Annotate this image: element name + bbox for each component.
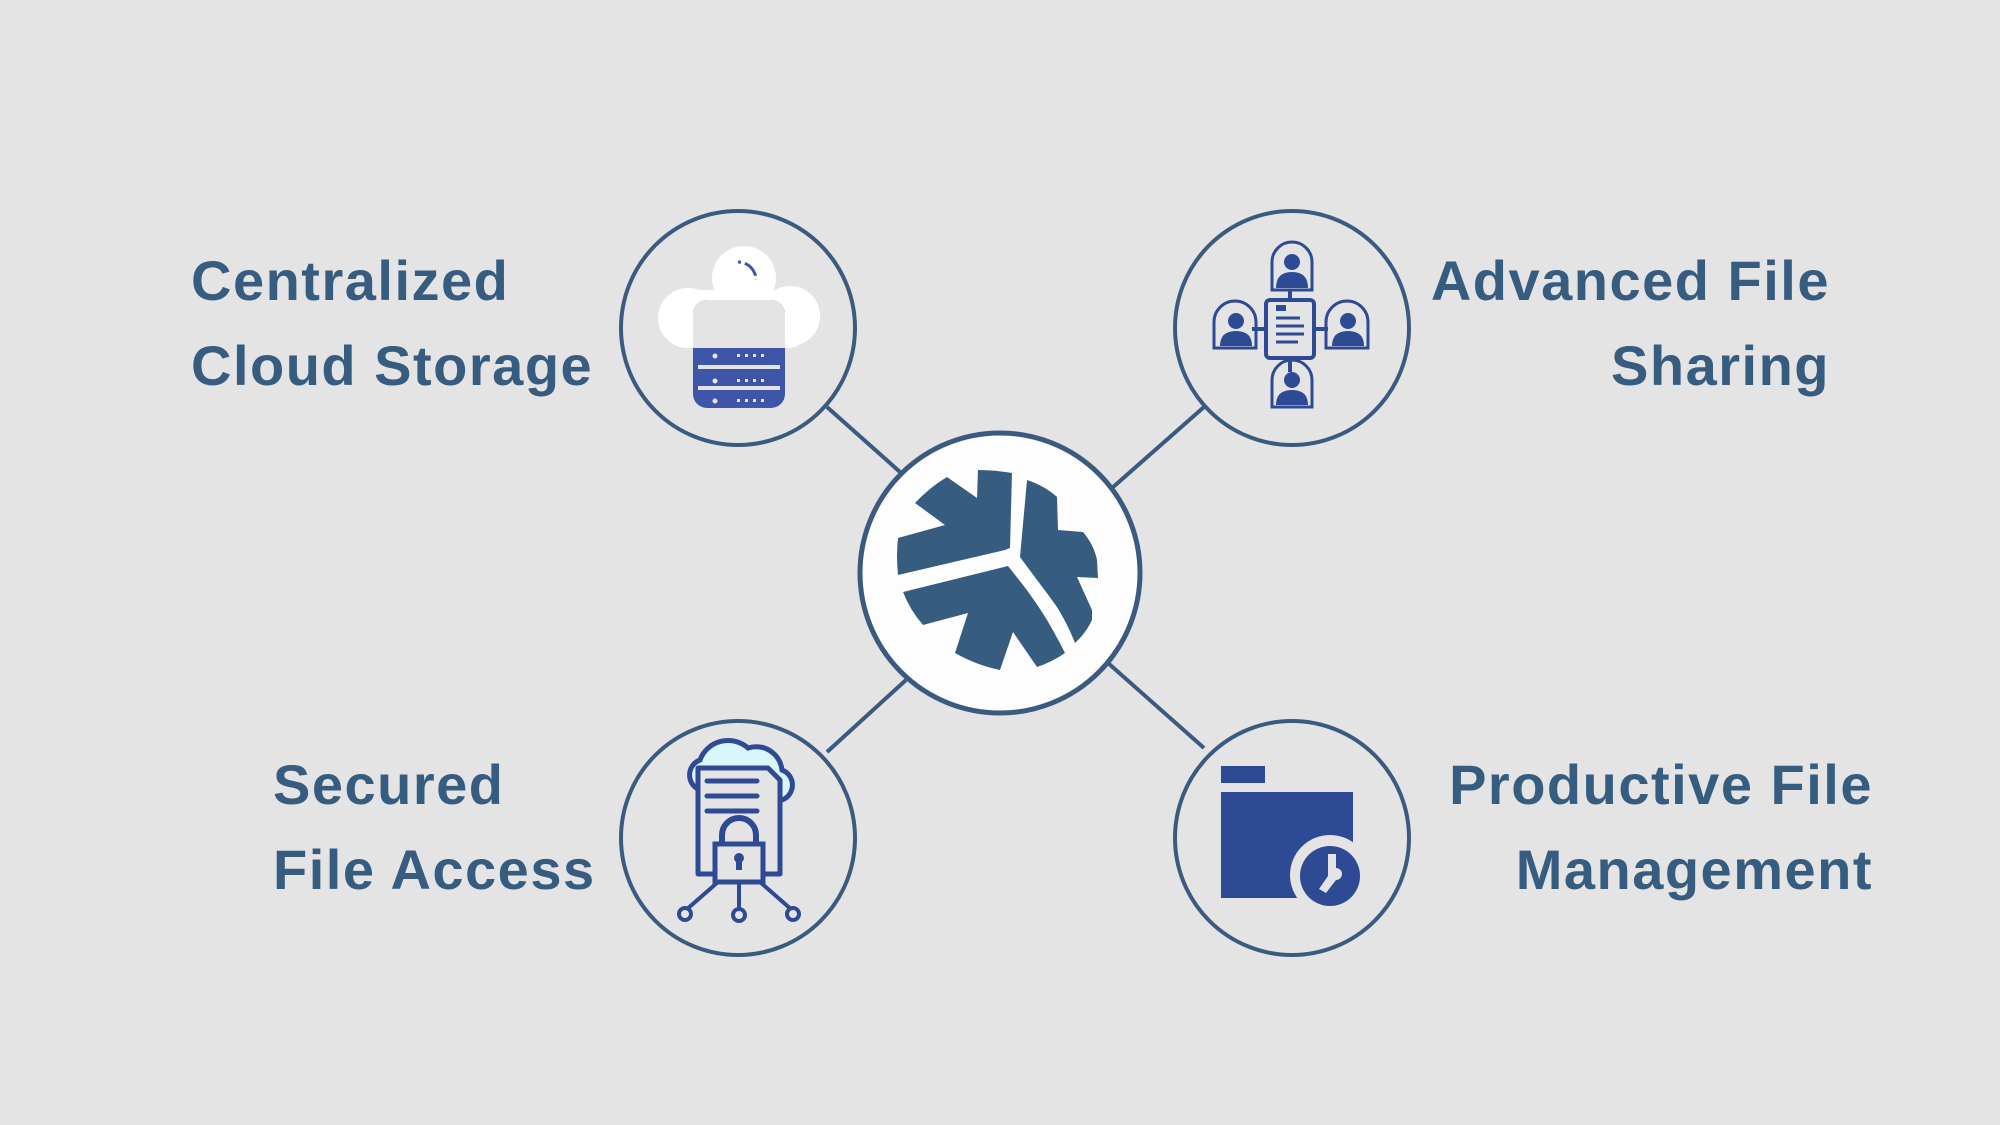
- feature-label-line1: Secured: [273, 753, 505, 816]
- feature-label-line2: Sharing: [1611, 334, 1830, 397]
- feature-label-line2: Cloud Storage: [191, 334, 594, 397]
- feature-label-secured-access: Secured File Access: [273, 742, 596, 912]
- feature-label-line2: Management: [1515, 838, 1873, 901]
- center-hub[interactable]: [857, 430, 1143, 716]
- folder-clock-icon: [1221, 766, 1370, 915]
- cloud-file-lock-icon: [677, 737, 801, 923]
- snowflake-logo-icon: [897, 470, 1098, 670]
- connector-top-right: [1110, 405, 1206, 490]
- connector-top-left: [825, 405, 902, 474]
- feature-label-line1: Productive File: [1449, 753, 1873, 816]
- feature-label-file-management: Productive File Management: [1449, 742, 1873, 912]
- connector-bottom-right: [1106, 661, 1206, 750]
- feature-node-secured-access[interactable]: [619, 719, 857, 957]
- feature-node-file-sharing[interactable]: [1173, 209, 1411, 447]
- feature-node-cloud-storage[interactable]: [619, 209, 857, 447]
- feature-label-line1: Advanced File: [1430, 249, 1830, 312]
- connector-bottom-left: [825, 678, 908, 754]
- feature-label-line2: File Access: [273, 838, 596, 901]
- feature-label-line1: Centralized: [191, 249, 510, 312]
- feature-node-file-management[interactable]: [1173, 719, 1411, 957]
- connector-lines: [825, 405, 1206, 754]
- feature-label-cloud-storage: Centralized Cloud Storage: [191, 238, 593, 408]
- file-sharing-users-icon: [1212, 240, 1370, 409]
- cloud-server-icon: [658, 246, 820, 408]
- feature-label-file-sharing: Advanced File Sharing: [1431, 238, 1830, 408]
